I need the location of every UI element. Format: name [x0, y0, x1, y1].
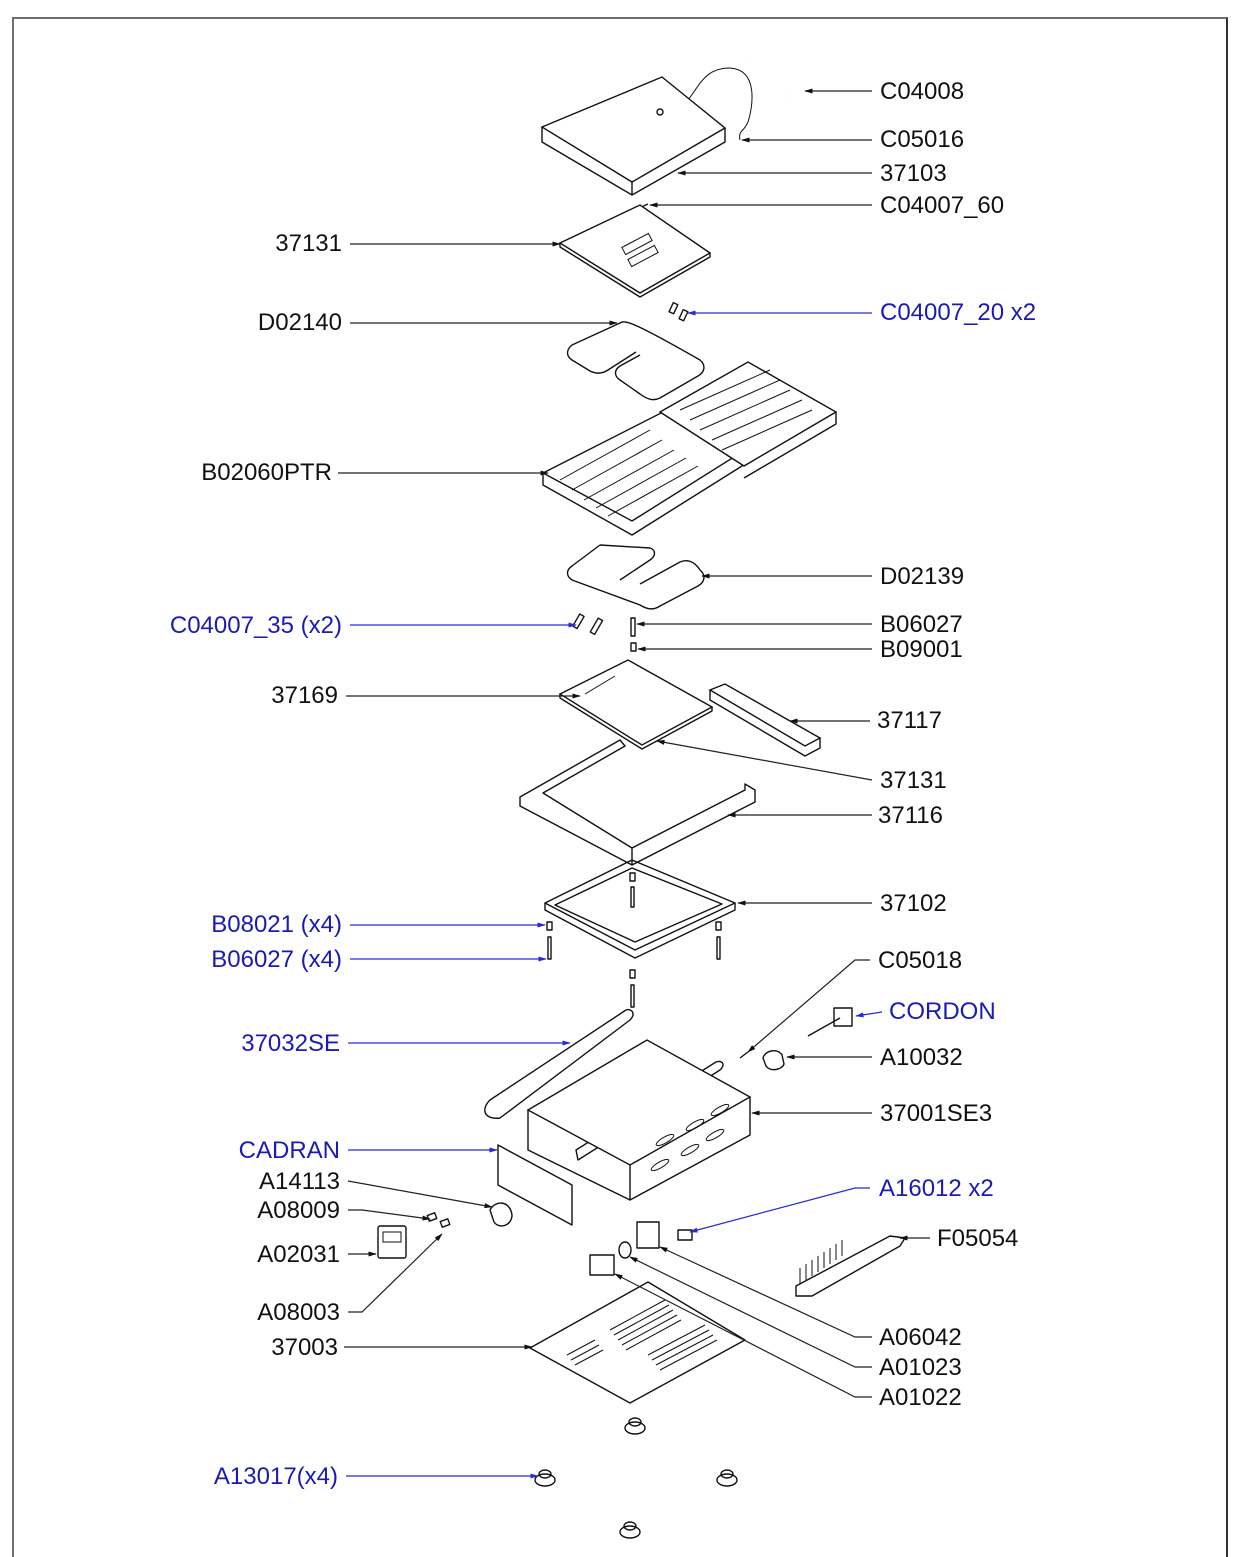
- label-a13017: A13017(x4): [213, 1463, 338, 1490]
- part-spacer-b09001: [630, 642, 637, 652]
- part-pins-c04007-35: [572, 613, 604, 636]
- label-a06042: A06042: [879, 1324, 962, 1351]
- leader-a14113: [347, 1180, 493, 1209]
- label-c04008: C04008: [880, 78, 965, 105]
- leader-c05018: [747, 959, 870, 1053]
- label-c04007-20: C04007_20 x2: [880, 299, 1037, 326]
- label-cordon: CORDON: [889, 998, 996, 1025]
- label-37103: 37103: [880, 160, 947, 187]
- label-b09001: B09001: [880, 636, 963, 663]
- part-wire-c05016: [687, 67, 753, 141]
- part-indicators: [426, 1212, 451, 1228]
- leader-a08003: [348, 1233, 443, 1313]
- label-d02139: D02139: [880, 563, 965, 590]
- part-pins-b06027-x4: [546, 872, 722, 1008]
- part-waffle-plates-b02060ptr: [541, 361, 838, 536]
- part-handle-37032se: [484, 1008, 724, 1161]
- label-37131-top: 37131: [275, 230, 342, 257]
- label-f05054: F05054: [937, 1225, 1019, 1252]
- label-a10032: A10032: [880, 1044, 963, 1071]
- label-cadran: CADRAN: [238, 1137, 340, 1164]
- part-element-d02139: [566, 544, 705, 610]
- leader-a16012: [689, 1187, 870, 1233]
- label-b06027: B06027: [880, 611, 963, 638]
- part-c05018: [739, 1051, 749, 1059]
- label-a02031: A02031: [257, 1241, 340, 1268]
- label-a16012: A16012 x2: [879, 1175, 994, 1202]
- part-body-37001se3: [526, 1039, 752, 1201]
- label-a08003: A08003: [257, 1299, 340, 1326]
- part-a01022: [589, 1254, 615, 1276]
- part-a01023: [618, 1241, 632, 1259]
- leader-a06042: [659, 1246, 872, 1338]
- label-a08009: A08009: [257, 1197, 340, 1224]
- drawing-frame: [12, 17, 1228, 1557]
- label-c04007-35: C04007_35 (x2): [169, 612, 342, 639]
- label-37169: 37169: [271, 682, 338, 709]
- part-element-d02140: [566, 321, 705, 401]
- part-knob-a14113: [489, 1202, 513, 1227]
- label-37001se3: 37001SE3: [880, 1100, 993, 1127]
- part-terminal-a16012: [677, 1229, 693, 1241]
- label-c05018: C05018: [878, 947, 963, 974]
- leader-a01022: [614, 1273, 872, 1398]
- label-d02140: D02140: [257, 309, 342, 336]
- part-a10032: [762, 1050, 785, 1071]
- leader-37131-mid: [656, 739, 873, 781]
- leader-a01023: [629, 1256, 872, 1368]
- label-b02060ptr: B02060PTR: [201, 459, 332, 486]
- leader-lines: [338, 88, 930, 1479]
- label-37003: 37003: [271, 1334, 338, 1361]
- label-37102: 37102: [880, 890, 947, 917]
- part-top-cover-37103: [540, 76, 727, 196]
- label-a01023: A01023: [879, 1354, 962, 1381]
- leader-a08009: [348, 1209, 431, 1221]
- label-a14113: A14113: [259, 1168, 340, 1195]
- part-frame-37116: [519, 739, 756, 866]
- part-timer-a02031: [377, 1225, 407, 1259]
- part-hose-c04008: [745, 36, 807, 99]
- label-a01022: A01022: [879, 1384, 962, 1411]
- label-37032se: 37032SE: [241, 1030, 340, 1057]
- part-tray-37117: [708, 683, 822, 757]
- label-b08021: B08021 (x4): [211, 911, 342, 938]
- part-brush-f05054: [795, 1235, 906, 1297]
- label-c05016: C05016: [880, 126, 965, 153]
- label-37117: 37117: [877, 707, 942, 734]
- label-b06027-x4: B06027 (x4): [211, 946, 342, 973]
- part-a06042: [636, 1221, 660, 1249]
- label-37116: 37116: [878, 802, 943, 829]
- part-pins-c04007-20: [668, 301, 689, 322]
- part-bottom-plate-37003: [529, 1281, 746, 1404]
- label-c04007-60: C04007_60: [880, 192, 1005, 219]
- part-pin-b06027: [630, 617, 636, 637]
- label-37131-mid: 37131: [880, 767, 947, 794]
- part-dial-panel-cadran: [497, 1144, 573, 1226]
- part-plate-37169: [558, 659, 714, 750]
- part-frame-37102: [544, 859, 736, 959]
- part-cordon: [807, 1007, 853, 1037]
- leader-cordon: [855, 1011, 883, 1018]
- part-feet-a13017: [534, 1417, 738, 1539]
- part-plate-37131-top: [558, 204, 712, 298]
